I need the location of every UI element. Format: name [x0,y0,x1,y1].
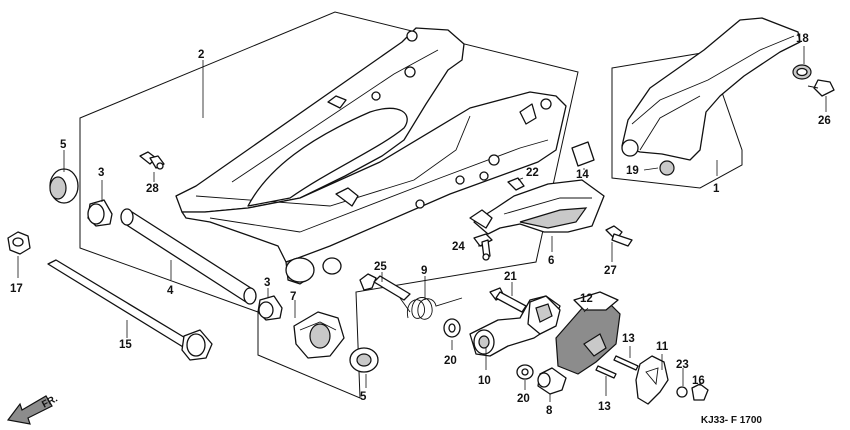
diagram-code: KJ33- F 1700 [701,415,763,426]
callout-2: 2 [198,49,204,61]
slider-pins [595,355,639,379]
callout-11: 11 [656,341,669,353]
callout-19: 19 [626,165,639,177]
pivot-dust-seals [49,168,379,373]
callout-3b: 3 [264,277,270,289]
rear-guard [469,179,605,235]
pivot-bolt-25 [359,273,411,301]
collar-8 [537,367,567,395]
callout-23: 23 [676,359,689,371]
slider-plate [635,355,669,405]
slider-bracket [469,295,561,357]
swingarm [175,27,567,285]
guard-bolt-27 [605,225,633,247]
front-label: FR. [40,393,60,410]
callout-6: 6 [548,255,554,267]
slider-bolt-21 [489,287,527,313]
callout-18: 18 [796,33,809,45]
mark-label-14 [571,141,595,167]
callout-13b: 13 [598,401,611,413]
pivot-pipe [120,208,257,305]
return-spring [399,297,463,320]
callout-13a: 13 [622,333,635,345]
callout-16: 16 [692,375,705,387]
callout-26: 26 [818,115,831,127]
callout-3a: 3 [98,167,104,179]
callout-5a: 5 [60,139,67,151]
callout-12: 12 [580,293,593,305]
callout-1: 1 [713,183,720,195]
pivot-nut [7,231,31,255]
callout-28: 28 [146,183,159,195]
callout-27: 27 [604,265,617,277]
callout-5b: 5 [360,391,367,403]
callout-labels: 1 2 3 3 4 5 5 6 7 8 9 10 11 12 13 13 14 … [10,33,831,417]
callout-9: 9 [421,265,427,277]
chain-case [621,17,835,176]
callout-7: 7 [290,291,296,303]
guard-bolt-22 [507,177,525,191]
callout-4: 4 [167,285,174,297]
leader-lines [17,46,827,402]
chain-slider [555,291,621,375]
callout-14: 14 [576,169,589,181]
nut-16 [691,383,709,401]
callout-25: 25 [374,261,387,273]
callout-20a: 20 [444,355,457,367]
callout-15: 15 [119,339,132,351]
grease-fitting [139,151,165,170]
washers-20 [443,318,534,380]
pivot-bushing [293,311,345,359]
washer-23 [676,386,688,398]
callout-22: 22 [526,167,539,179]
callout-21: 21 [504,271,517,283]
callout-24: 24 [452,241,465,253]
guard-bolt-24 [473,233,493,261]
front-arrow-icon: FR. [6,393,60,425]
callout-20b: 20 [517,393,530,405]
pivot-collars [87,199,283,321]
callout-8: 8 [546,405,553,417]
pivot-bolt [47,259,213,361]
callout-17: 17 [10,283,23,295]
callout-10: 10 [478,375,491,387]
